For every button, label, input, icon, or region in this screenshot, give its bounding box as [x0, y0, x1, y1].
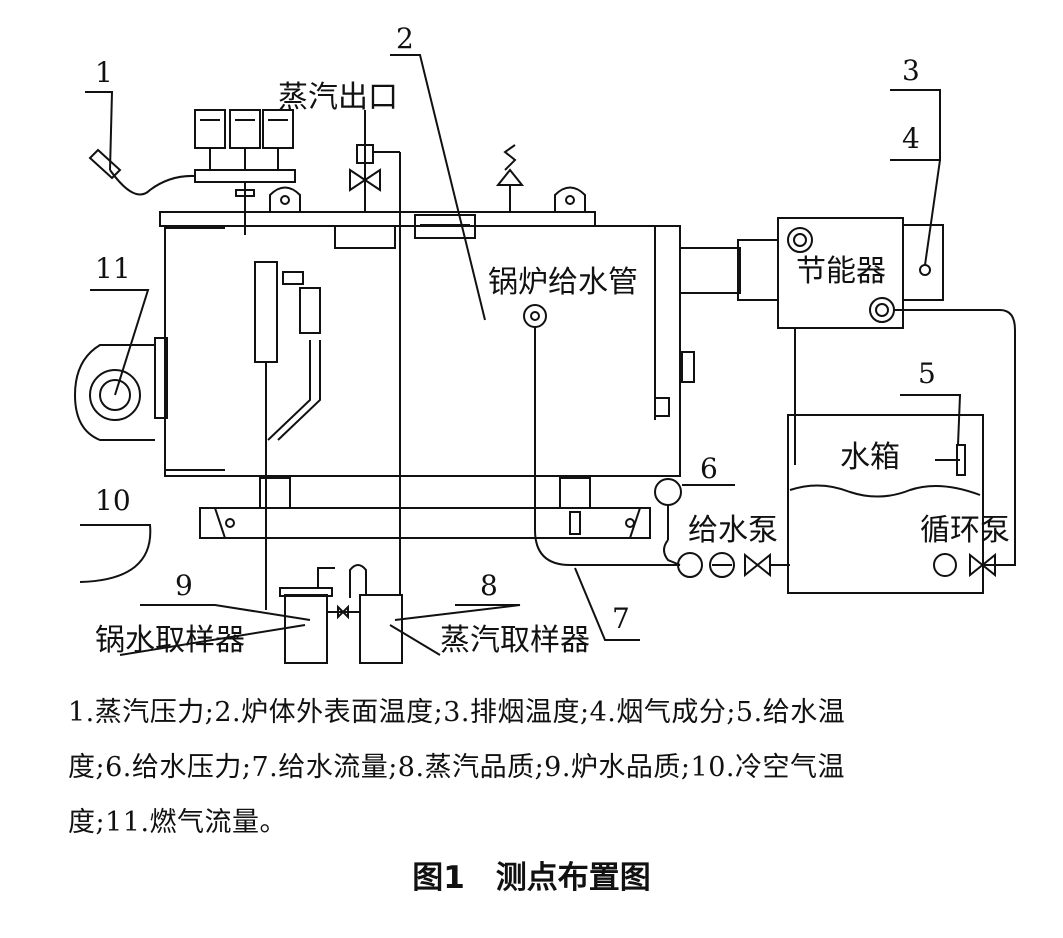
caption-line-1: 1.蒸汽压力;2.炉体外表面温度;3.排烟温度;4.烟气成分;5.给水温 [68, 697, 846, 728]
label-feed-pipe: 锅炉给水管 [488, 265, 638, 300]
point-2: 2 [396, 22, 414, 55]
label-steam-outlet: 蒸汽出口 [278, 80, 398, 115]
figure-title: 图1 测点布置图 [412, 860, 651, 896]
label-economizer: 节能器 [796, 254, 886, 289]
label-boiler-sampler: 锅水取样器 [95, 623, 245, 658]
caption-line-2: 度;6.给水压力;7.给水流量;8.蒸汽品质;9.炉水品质;10.冷空气温 [68, 752, 845, 783]
point-1: 1 [95, 56, 113, 89]
point-5: 5 [918, 357, 936, 390]
point-3: 3 [902, 54, 920, 87]
caption-line-3: 度;11.燃气流量。 [68, 807, 288, 838]
label-circ-pump: 循环泵 [920, 513, 1010, 548]
point-9: 9 [175, 569, 193, 602]
label-steam-sampler: 蒸汽取样器 [440, 623, 590, 658]
point-10: 10 [95, 484, 131, 517]
point-6: 6 [700, 452, 718, 485]
boiler-body [164, 225, 681, 477]
water-tank [787, 414, 984, 594]
boiler-water-sampler [284, 594, 328, 664]
label-feed-pump: 给水泵 [688, 513, 778, 548]
point-4: 4 [902, 122, 920, 155]
point-11: 11 [95, 252, 131, 285]
steam-sampler [359, 594, 403, 664]
label-water-tank: 水箱 [840, 440, 900, 475]
point-8: 8 [480, 569, 498, 602]
point-7: 7 [612, 602, 630, 635]
